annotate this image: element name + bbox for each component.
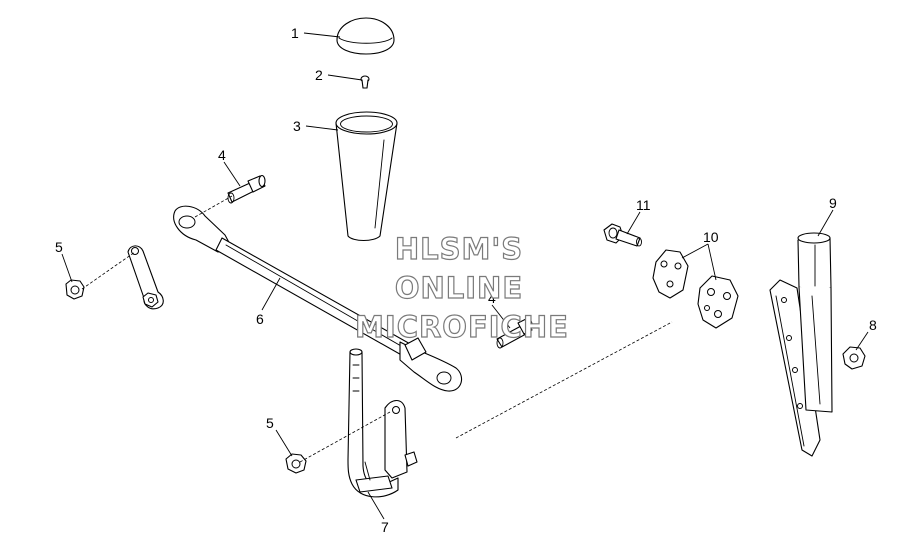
callout-5-upper: 5 bbox=[55, 239, 63, 255]
leader-lines bbox=[61, 32, 869, 520]
part-knob-cap bbox=[336, 17, 395, 55]
part-knob-body bbox=[335, 111, 398, 242]
callout-3: 3 bbox=[293, 118, 301, 134]
callout-10: 10 bbox=[703, 229, 719, 245]
callout-9: 9 bbox=[829, 195, 837, 211]
callout-4-lower: 4 bbox=[488, 290, 496, 306]
part-bushing-10 bbox=[652, 249, 739, 329]
watermark-line-1: HLSM'S bbox=[395, 232, 523, 266]
callout-11: 11 bbox=[636, 197, 651, 213]
part-lever-arm bbox=[127, 245, 164, 310]
callout-4-upper: 4 bbox=[218, 147, 226, 163]
watermark-line-2: ONLINE bbox=[395, 271, 523, 305]
part-nut-lower bbox=[285, 453, 307, 474]
part-screw bbox=[360, 75, 370, 89]
callout-1: 1 bbox=[291, 25, 299, 41]
assembly-lines bbox=[81, 195, 673, 463]
callout-8: 8 bbox=[869, 317, 877, 333]
callout-5-lower: 5 bbox=[266, 415, 274, 431]
callout-labels: 1 2 3 4 4 5 5 6 7 8 9 10 11 bbox=[55, 25, 877, 535]
part-nut-8 bbox=[842, 346, 866, 370]
part-shift-lever bbox=[347, 348, 418, 498]
part-bolt-11 bbox=[603, 223, 642, 247]
part-shift-rod bbox=[173, 205, 463, 392]
part-tube-bracket bbox=[769, 232, 833, 457]
callout-2: 2 bbox=[315, 67, 323, 83]
callout-6: 6 bbox=[256, 311, 264, 327]
watermark-line-3: MICROFICHE bbox=[355, 310, 569, 344]
part-bolt-upper bbox=[227, 174, 266, 204]
part-bolt-lower bbox=[496, 318, 533, 349]
callout-7: 7 bbox=[381, 519, 389, 535]
watermark: HLSM'S ONLINE MICROFICHE bbox=[354, 231, 569, 344]
part-nut-upper bbox=[65, 279, 85, 300]
